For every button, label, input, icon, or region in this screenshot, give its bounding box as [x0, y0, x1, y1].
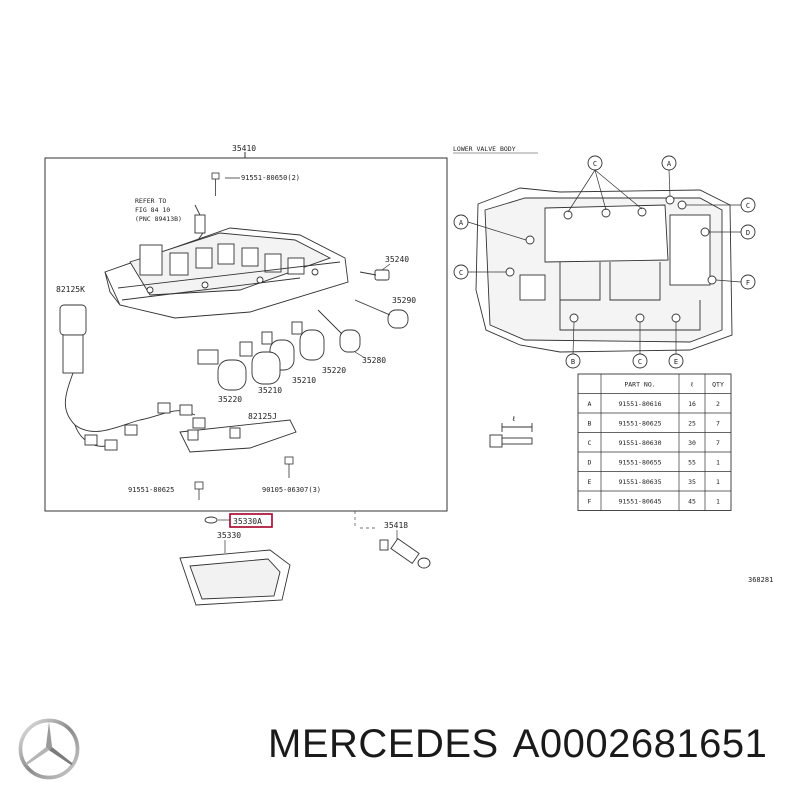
- bolt-bottom-right-icon: [284, 456, 294, 478]
- brand-row: MERCEDES A0002681651: [0, 712, 800, 792]
- bolt-table-header-cell: PART NO.: [624, 380, 655, 388]
- marker-B-bottom: B: [571, 358, 575, 366]
- callout-35330: 35330: [217, 531, 241, 540]
- marker-D-right: D: [746, 229, 750, 237]
- lower-valve-body-title: LOWER VALVE BODY: [453, 145, 516, 153]
- marker-E-bottom: E: [674, 358, 678, 366]
- bolt-table-cell: 2: [716, 400, 720, 408]
- callout-35210-left: 35210: [258, 386, 282, 395]
- callout-35330A: 35330A: [233, 517, 262, 526]
- callout-35280: 35280: [362, 356, 386, 365]
- bolt-table-cell: B: [588, 419, 592, 427]
- marker-A-top: A: [667, 160, 672, 168]
- bolt-table-cell: 45: [688, 497, 696, 505]
- bolt-table-cell: 91551-80635: [618, 478, 661, 486]
- bolt-table-cell: A: [588, 400, 592, 408]
- bolt-table: PART NO. ℓ QTY A 91551-80616 16 2B 91551-80625 2…: [577, 373, 732, 511]
- bolt-table-frame: [577, 373, 732, 511]
- lower-valve-body-illustration: [475, 187, 733, 353]
- callout-82125K: 82125K: [56, 285, 85, 294]
- marker-C-top: C: [593, 160, 597, 168]
- bolt-bottom-left-icon: [194, 481, 204, 500]
- callout-82125J: 82125J: [248, 412, 277, 421]
- callout-bolt-top: 91551-80650(2): [241, 174, 300, 182]
- bolt-table-cell: E: [588, 478, 592, 486]
- o-ring-icon: [204, 516, 218, 524]
- refer-note-line-2: FIG 84 10: [135, 206, 170, 214]
- bolt-length-icon: [489, 423, 533, 448]
- bolt-table-cell: 1: [716, 458, 720, 466]
- assembly-number-label: 35410: [232, 144, 256, 153]
- connector-35418-icon: [379, 538, 431, 569]
- marker-C-left: C: [459, 269, 463, 277]
- bracket-82125J-icon: [179, 419, 297, 453]
- callout-bolt-bottom-left: 91551-80625: [128, 486, 174, 494]
- bolt-table-cell: 91551-80655: [618, 458, 661, 466]
- callout-35220-left: 35220: [218, 395, 242, 404]
- refer-note-line-3: (PNC 89413B): [135, 215, 182, 223]
- oil-strainer-icon: [179, 549, 291, 606]
- marker-C-bottom: C: [638, 358, 642, 366]
- bolt-table-cell: 91551-80616: [618, 400, 661, 408]
- callout-35418: 35418: [384, 521, 408, 530]
- bolt-table-cell: 91551-80625: [618, 419, 661, 427]
- marker-C-right: C: [746, 202, 750, 210]
- bolt-table-cell: 91551-80630: [618, 439, 661, 447]
- bolt-top-icon: [211, 172, 220, 196]
- bolt-table-cell: 7: [716, 419, 720, 427]
- callout-35240: 35240: [385, 255, 409, 264]
- wiring-harness-illustration: [59, 304, 206, 451]
- assembly-frame: [44, 157, 448, 512]
- callout-35210-right: 35210: [292, 376, 316, 385]
- callout-35220-right: 35220: [322, 366, 346, 375]
- brand-name: MERCEDES: [268, 722, 499, 766]
- part-number: A0002681651: [512, 722, 768, 766]
- bolt-length-symbol: ℓ: [512, 415, 515, 423]
- bolt-table-cell: C: [588, 439, 592, 447]
- brand-caption: MERCEDES A0002681651: [268, 722, 781, 767]
- bolt-table-cell: 55: [688, 458, 696, 466]
- bolt-table-cell: D: [588, 458, 592, 466]
- bolt-table-cell: 30: [688, 439, 696, 447]
- solenoid-icons: [197, 269, 409, 391]
- bolt-table-cell: 1: [716, 478, 720, 486]
- marker-A-left: A: [459, 219, 464, 227]
- marker-F-right: F: [746, 279, 750, 287]
- refer-note-line-1: REFER TO: [135, 197, 166, 205]
- bolt-table-cell: 7: [716, 439, 720, 447]
- illustration-id: 368281: [748, 576, 773, 584]
- callout-35290: 35290: [392, 296, 416, 305]
- valve-body-illustration: [104, 204, 349, 319]
- bolt-table-cell: 1: [716, 497, 720, 505]
- callout-bolt-bottom-right: 90105-06307(3): [262, 486, 321, 494]
- bolt-table-header-cell: QTY: [712, 380, 724, 388]
- bolt-table-cell: 25: [688, 419, 696, 427]
- bolt-table-cell: 16: [688, 400, 696, 408]
- mercedes-star-icon: [18, 718, 80, 780]
- bolt-table-cell: F: [588, 497, 592, 505]
- callout-35330A-highlight: [229, 513, 273, 528]
- bolt-table-cell: 35: [688, 478, 696, 486]
- bolt-table-header-cell: ℓ: [690, 380, 693, 388]
- bolt-table-cell: 91551-80645: [618, 497, 661, 505]
